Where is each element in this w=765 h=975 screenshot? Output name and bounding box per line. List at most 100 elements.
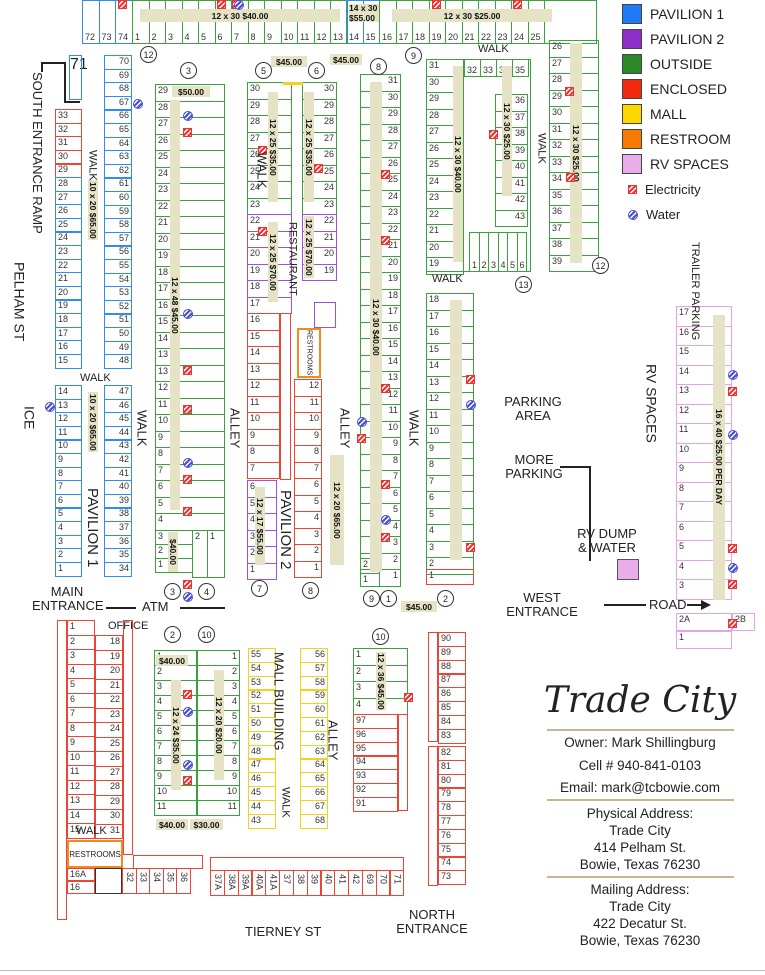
- stall[interactable]: 24: [155, 166, 225, 185]
- stall[interactable]: 4: [294, 511, 322, 529]
- stall[interactable]: 1: [426, 569, 474, 585]
- stall[interactable]: 13: [155, 348, 225, 366]
- stall[interactable]: 4: [181, 0, 200, 44]
- stall[interactable]: 7: [67, 707, 95, 723]
- stall[interactable]: 21: [95, 678, 123, 695]
- stall[interactable]: 12: [313, 0, 332, 44]
- stall[interactable]: 83: [438, 728, 466, 744]
- stall[interactable]: 19: [155, 249, 225, 267]
- stall[interactable]: 91: [353, 796, 398, 812]
- stall[interactable]: 23: [155, 183, 225, 201]
- stall[interactable]: 8: [247, 445, 280, 463]
- stall[interactable]: 11: [247, 395, 280, 414]
- stall[interactable]: 12: [294, 379, 322, 397]
- stall[interactable]: 9: [294, 428, 322, 447]
- stall[interactable]: 43: [248, 813, 276, 829]
- stall[interactable]: [69, 55, 82, 100]
- stall[interactable]: 18: [412, 0, 430, 44]
- stall[interactable]: 1: [67, 620, 95, 636]
- stall[interactable]: 26: [95, 751, 123, 767]
- stall[interactable]: 3: [67, 649, 95, 665]
- stall[interactable]: 9: [155, 430, 225, 449]
- stall[interactable]: 3: [165, 0, 183, 44]
- stall[interactable]: 1: [294, 560, 322, 579]
- stall[interactable]: 1: [132, 0, 150, 44]
- stall[interactable]: 6: [67, 692, 95, 709]
- stall[interactable]: 2A: [676, 613, 732, 631]
- stall[interactable]: 2: [148, 0, 167, 44]
- stall[interactable]: 17: [395, 0, 414, 44]
- stall[interactable]: 12: [67, 779, 95, 796]
- restaurant[interactable]: [314, 302, 336, 328]
- email-link[interactable]: Email: mark@tcbowie.com: [560, 780, 720, 795]
- stall[interactable]: 16: [247, 313, 280, 331]
- stall[interactable]: 20: [95, 664, 123, 680]
- stall[interactable]: 17: [155, 282, 225, 300]
- stall[interactable]: 28: [95, 780, 123, 796]
- stall[interactable]: 20: [445, 0, 463, 44]
- stall[interactable]: 14: [155, 331, 225, 350]
- stall[interactable]: 10: [294, 412, 322, 430]
- stall[interactable]: 10: [67, 750, 95, 767]
- stall[interactable]: 23: [95, 707, 123, 724]
- stall[interactable]: 20: [155, 232, 225, 251]
- stall[interactable]: 1: [55, 561, 82, 577]
- stall[interactable]: 2: [67, 634, 95, 651]
- stall[interactable]: 48: [104, 354, 132, 370]
- stall[interactable]: 11: [197, 800, 240, 817]
- stall[interactable]: 73: [438, 870, 466, 886]
- stall[interactable]: 30: [95, 809, 123, 825]
- stall[interactable]: 9: [67, 736, 95, 752]
- stall[interactable]: 9: [264, 0, 282, 44]
- stall[interactable]: 13: [247, 362, 280, 381]
- stall[interactable]: 3: [676, 579, 732, 600]
- stall[interactable]: 15: [67, 823, 95, 839]
- stall[interactable]: 18: [95, 635, 123, 651]
- stall[interactable]: 7: [294, 461, 322, 480]
- stall[interactable]: 19: [95, 649, 123, 666]
- stall[interactable]: 68: [300, 813, 328, 829]
- stall[interactable]: 15: [247, 329, 280, 348]
- stall[interactable]: 18: [155, 265, 225, 284]
- stall[interactable]: 3: [294, 527, 322, 546]
- stall[interactable]: 8: [67, 721, 95, 738]
- stall[interactable]: 16: [67, 881, 95, 894]
- stall[interactable]: 34: [104, 561, 132, 577]
- stall[interactable]: 13: [330, 0, 348, 44]
- stall[interactable]: 5: [294, 494, 322, 513]
- stall[interactable]: 21: [461, 0, 480, 44]
- stall[interactable]: 1: [360, 573, 380, 587]
- stall[interactable]: 6: [294, 478, 322, 496]
- stall[interactable]: 16A: [67, 868, 95, 881]
- stall[interactable]: 5: [67, 678, 95, 694]
- stall[interactable]: 25: [527, 0, 546, 44]
- stall[interactable]: 22: [155, 199, 225, 218]
- stall[interactable]: 11: [297, 0, 315, 44]
- stall[interactable]: 10: [280, 0, 299, 44]
- stall[interactable]: 10: [155, 414, 225, 432]
- stall[interactable]: 10: [247, 412, 280, 430]
- stall[interactable]: 4: [67, 663, 95, 680]
- stall[interactable]: 23: [494, 0, 513, 44]
- stall[interactable]: 12: [155, 381, 225, 399]
- stall[interactable]: 14: [67, 808, 95, 825]
- stall[interactable]: 24: [95, 722, 123, 738]
- stall[interactable]: 8: [294, 445, 322, 463]
- stall[interactable]: 1: [207, 530, 225, 578]
- stall[interactable]: 36: [176, 868, 191, 894]
- stall[interactable]: 14: [247, 346, 280, 364]
- stall[interactable]: 22: [478, 0, 496, 44]
- stall[interactable]: 29: [95, 794, 123, 811]
- stall[interactable]: 1: [197, 650, 240, 667]
- stall[interactable]: 72: [82, 0, 100, 44]
- stall[interactable]: 13: [67, 794, 95, 810]
- stall[interactable]: 19: [302, 263, 337, 282]
- stall[interactable]: 11: [294, 395, 322, 414]
- stall[interactable]: 5: [198, 0, 216, 44]
- stall[interactable]: 16: [379, 0, 397, 44]
- stall[interactable]: 21: [155, 216, 225, 234]
- stall[interactable]: 7: [247, 461, 280, 480]
- stall[interactable]: 11: [154, 800, 197, 817]
- stall[interactable]: 2: [192, 530, 208, 578]
- stall[interactable]: 2: [154, 665, 197, 682]
